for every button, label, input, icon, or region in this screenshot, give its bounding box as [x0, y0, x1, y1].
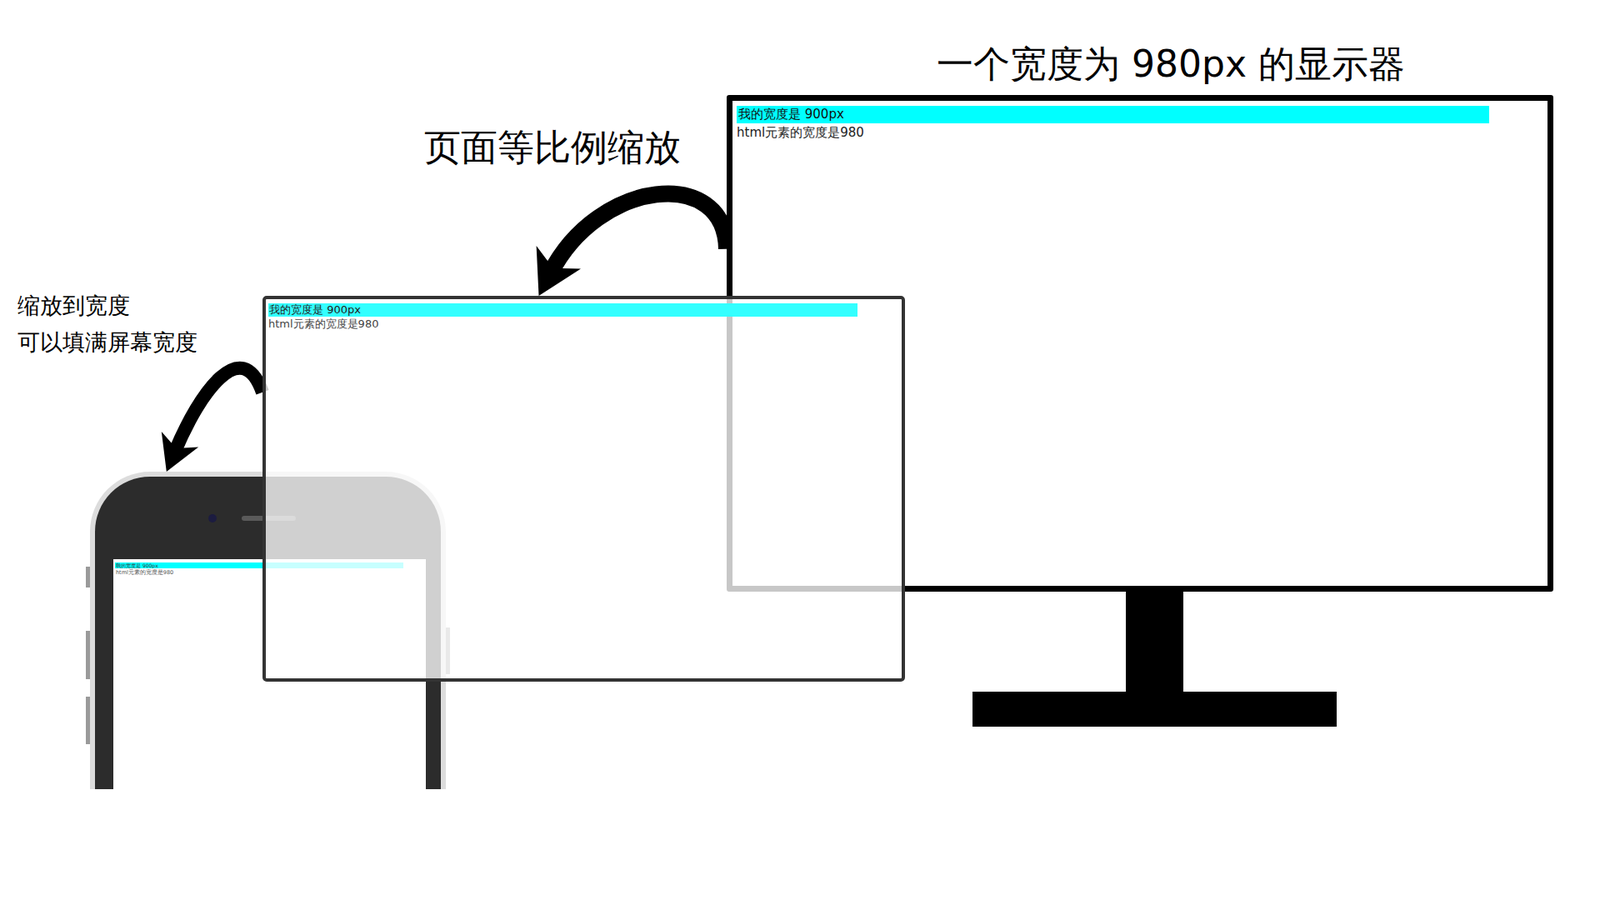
monitor-title: 一个宽度为 980px 的显示器 — [936, 41, 1405, 86]
text-slot: html元素的宽度是980 — [115, 569, 174, 576]
html-width-note: html元素的宽度是980 — [736, 125, 865, 140]
scaled-page-box: html元素的宽度是980我的宽度是 900px — [262, 295, 905, 682]
bar-width-note: 我的宽度是 900px — [269, 303, 361, 317]
text-slot: 一个宽度为 980px 的显示器 — [936, 41, 1405, 86]
text-slot: html元素的宽度是980 — [736, 125, 865, 140]
edge-label-slot: 页面等比例缩放 — [424, 125, 681, 170]
edge-label-slot: 缩放到宽度 可以填满屏幕宽度 — [17, 287, 211, 361]
edge-label: 缩放到宽度 可以填满屏幕宽度 — [17, 287, 211, 361]
html-width-note: html元素的宽度是980 — [115, 569, 174, 576]
curved-arrow — [161, 368, 263, 472]
arrow-shaft — [174, 368, 263, 453]
curved-arrow — [536, 194, 727, 296]
arrow-head — [161, 431, 199, 472]
text-slot: 我的宽度是 900px — [115, 562, 159, 569]
arrow-head — [536, 245, 581, 296]
text-slot: 我的宽度是 900px — [269, 303, 361, 317]
arrow-shaft — [550, 194, 727, 274]
edge-label: 页面等比例缩放 — [424, 125, 681, 170]
content-bar: 我的宽度是 900px — [268, 303, 858, 317]
phone-camera — [208, 514, 217, 523]
bar-width-note: 我的宽度是 900px — [115, 562, 159, 569]
text-slot: html元素的宽度是980 — [268, 317, 379, 331]
bar-width-note: 我的宽度是 900px — [738, 105, 845, 124]
monitor-base — [972, 691, 1337, 727]
text-slot: 我的宽度是 900px — [738, 105, 845, 124]
html-width-note: html元素的宽度是980 — [268, 317, 379, 331]
content-bar: 我的宽度是 900px — [736, 105, 1490, 124]
monitor-neck — [1125, 590, 1184, 694]
